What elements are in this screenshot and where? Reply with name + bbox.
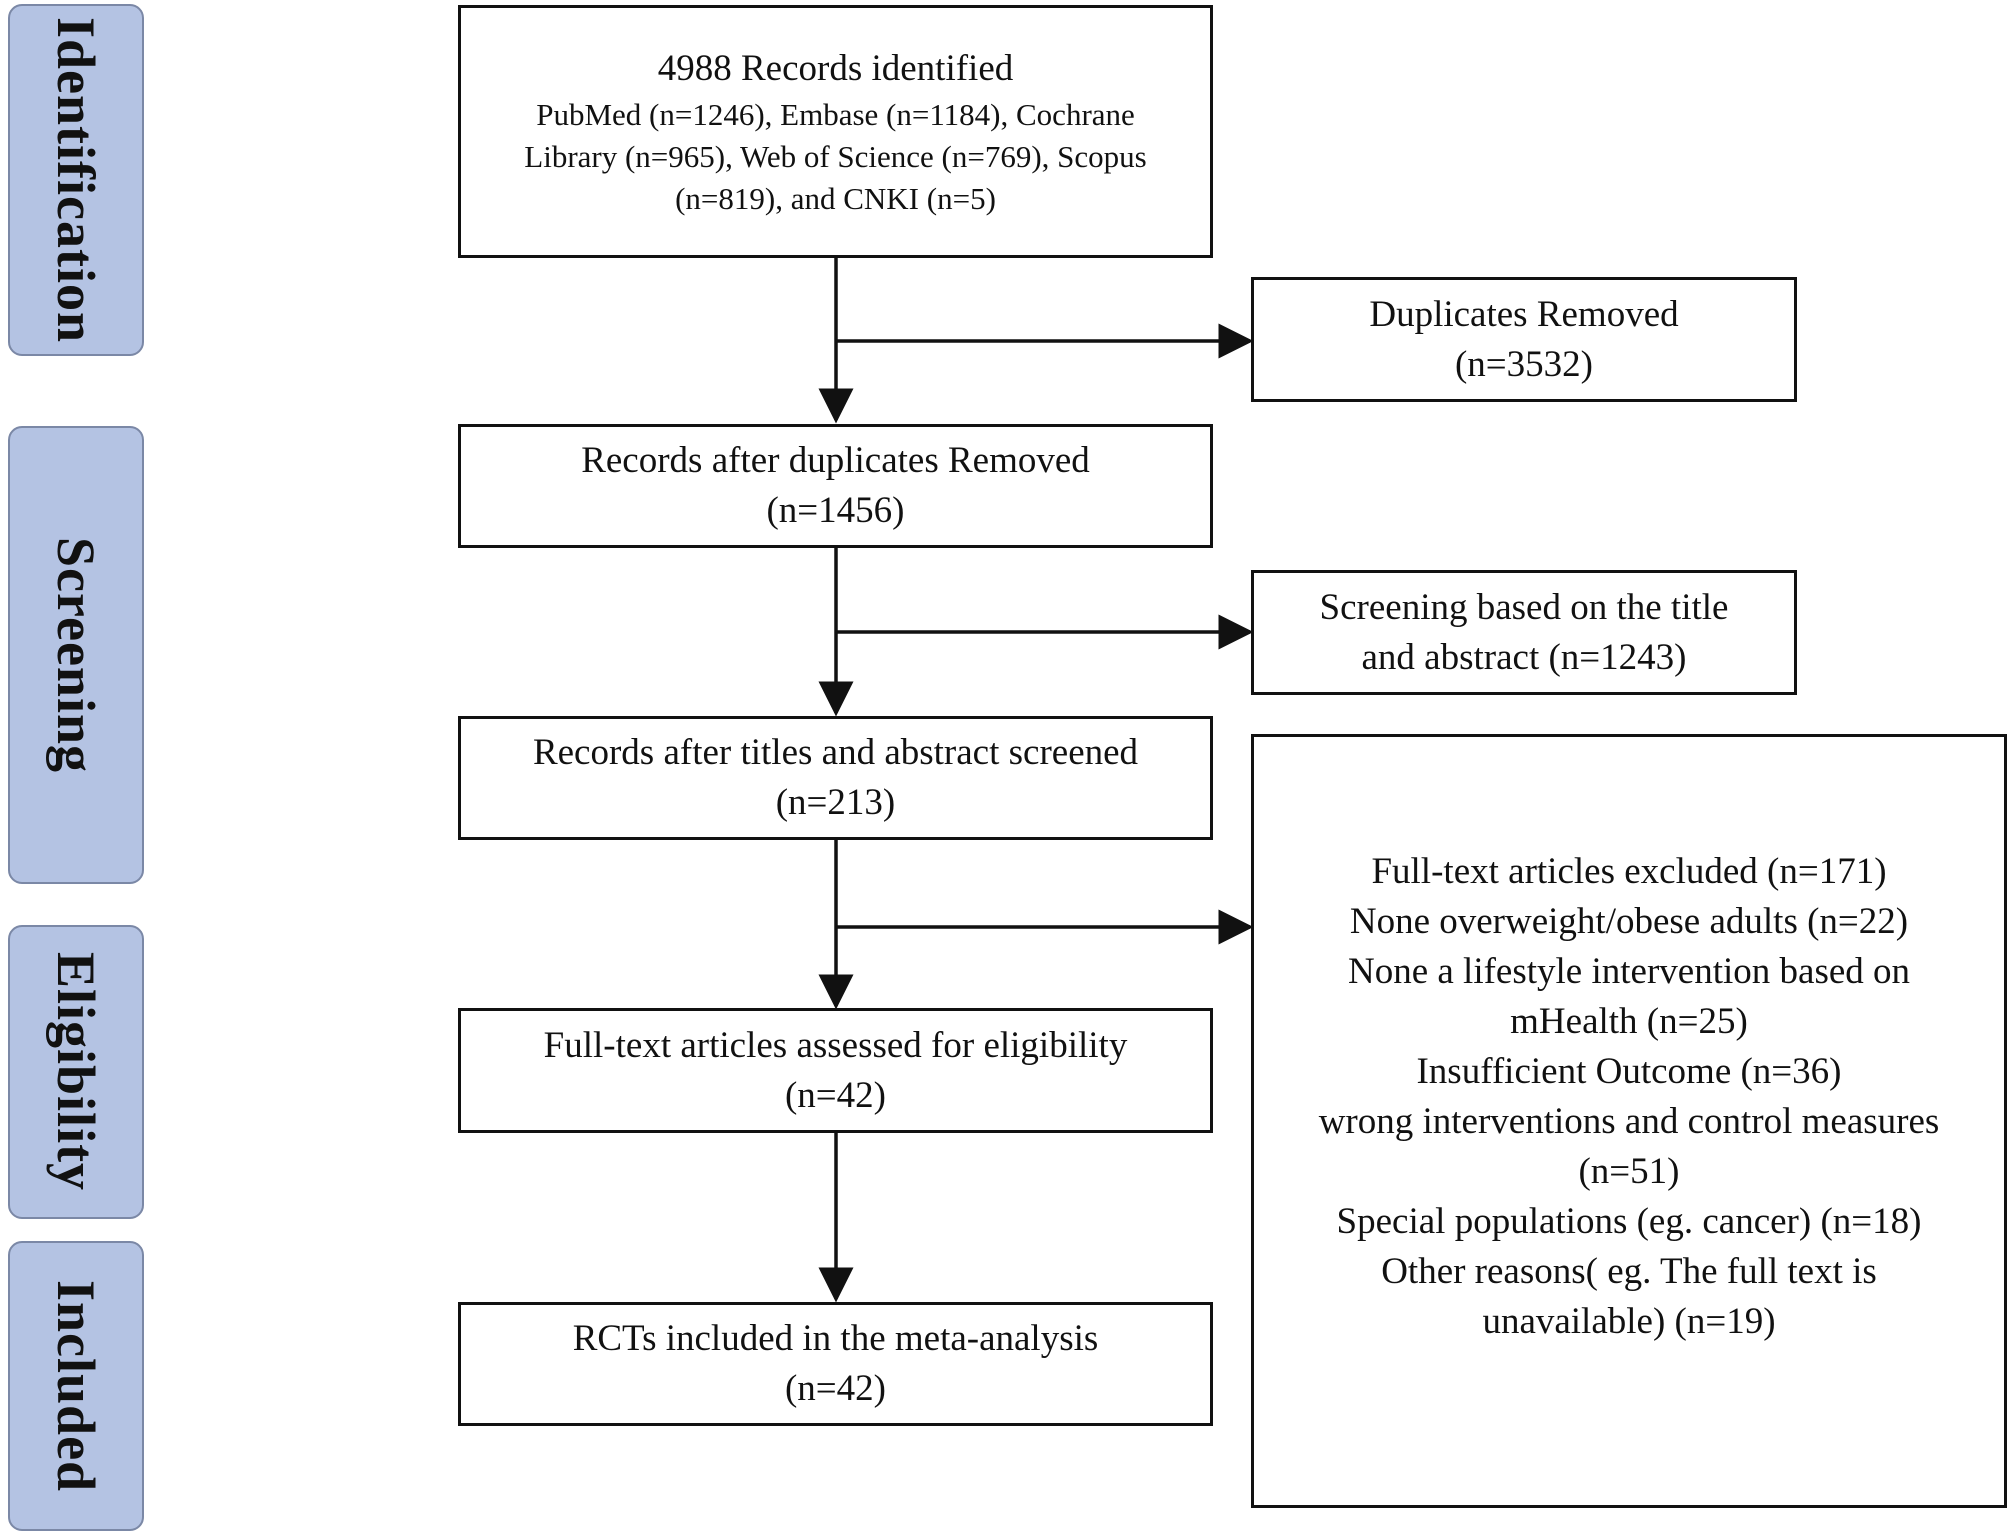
stage-eligibility-label: Eligibility xyxy=(46,952,106,1192)
box-full-text-excluded: Full-text articles excluded (n=171) None… xyxy=(1251,734,2007,1508)
box-line: (n=3532) xyxy=(1454,343,1593,385)
box-line: wrong interventions and control measures xyxy=(1318,1101,1940,1142)
box-records-identified: 4988 Records identified PubMed (n=1246),… xyxy=(458,5,1213,258)
box-line: Duplicates Removed xyxy=(1369,293,1679,335)
box-line: Special populations (eg. cancer) (n=18) xyxy=(1336,1201,1922,1242)
box-line: Screening based on the title xyxy=(1319,586,1729,628)
box-line: (n=42) xyxy=(784,1074,886,1116)
box-line: Full-text articles assessed for eligibil… xyxy=(543,1024,1128,1066)
box-line: (n=51) xyxy=(1578,1151,1680,1192)
box-duplicates-removed: Duplicates Removed (n=3532) xyxy=(1251,277,1797,402)
stage-screening-label: Screening xyxy=(46,537,106,773)
box-line: Full-text articles excluded (n=171) xyxy=(1371,851,1887,892)
stage-screening: Screening xyxy=(8,426,144,884)
box-line: unavailable) (n=19) xyxy=(1482,1301,1776,1342)
box-line: Insufficient Outcome (n=36) xyxy=(1416,1051,1842,1092)
box-line: and abstract (n=1243) xyxy=(1361,636,1687,678)
box-line: None overweight/obese adults (n=22) xyxy=(1349,901,1909,942)
stage-included: Included xyxy=(8,1241,144,1531)
box-line: (n=1456) xyxy=(766,490,905,531)
box-line: (n=819), and CNKI (n=5) xyxy=(675,180,996,216)
stage-included-label: Included xyxy=(46,1279,106,1493)
box-line: (n=213) xyxy=(775,782,896,823)
box-title-abstract-excluded: Screening based on the title and abstrac… xyxy=(1251,570,1797,695)
box-line: Records after duplicates Removed xyxy=(581,440,1090,481)
box-line: Other reasons( eg. The full text is xyxy=(1381,1251,1877,1292)
box-line: RCTs included in the meta-analysis xyxy=(572,1318,1099,1359)
stage-eligibility: Eligibility xyxy=(8,925,144,1219)
box-line: Library (n=965), Web of Science (n=769),… xyxy=(524,138,1147,174)
box-line: None a lifestyle intervention based on xyxy=(1347,951,1911,992)
box-after-screening: Records after titles and abstract screen… xyxy=(458,716,1213,840)
stage-identification: Identification xyxy=(8,4,144,356)
box-after-duplicates: Records after duplicates Removed (n=1456… xyxy=(458,424,1213,548)
box-included: RCTs included in the meta-analysis (n=42… xyxy=(458,1302,1213,1426)
box-line: mHealth (n=25) xyxy=(1510,1001,1748,1042)
box-eligibility-assessed: Full-text articles assessed for eligibil… xyxy=(458,1008,1213,1133)
box-line: (n=42) xyxy=(784,1368,886,1409)
records-identified-title: 4988 Records identified xyxy=(657,47,1014,89)
stage-identification-label: Identification xyxy=(46,16,106,343)
box-line: PubMed (n=1246), Embase (n=1184), Cochra… xyxy=(536,96,1135,132)
box-line: Records after titles and abstract screen… xyxy=(532,732,1139,773)
